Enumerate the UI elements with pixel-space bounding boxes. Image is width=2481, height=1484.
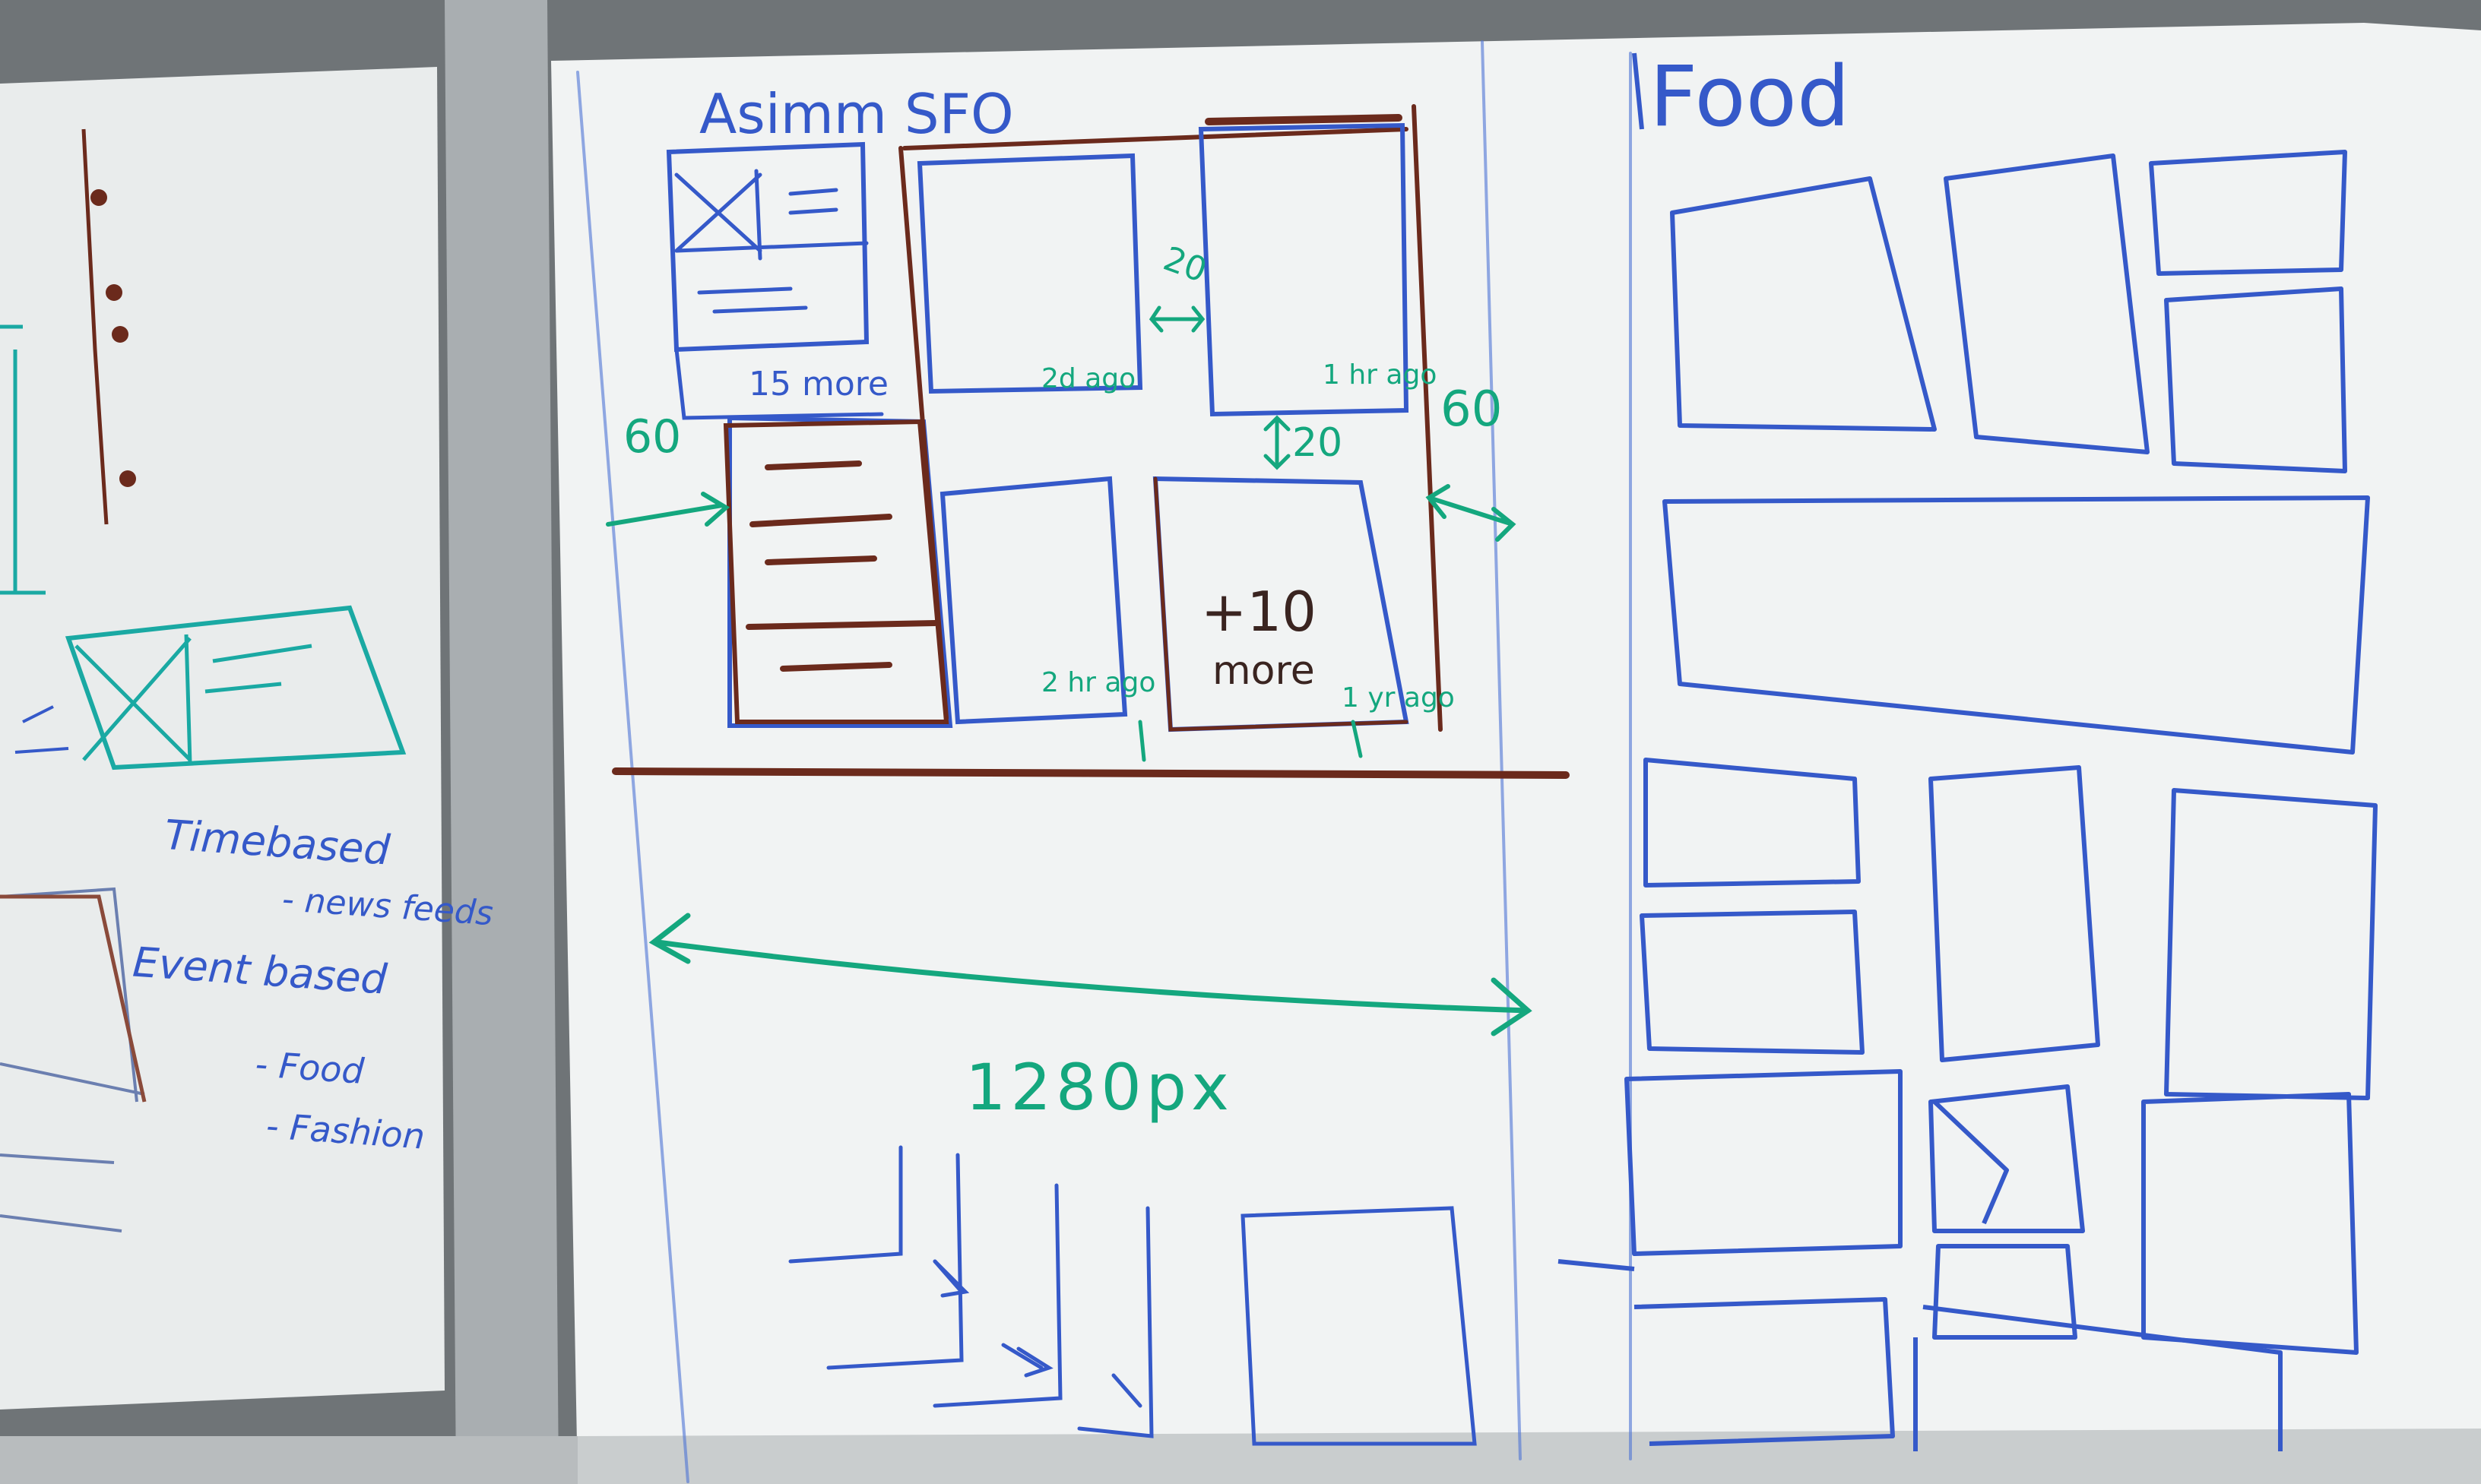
right-board-food-layout: Food: [1557, 48, 2378, 1451]
tile-time-2hr: 2 hr ago: [1041, 667, 1155, 698]
note-food: - Food: [254, 1043, 366, 1092]
sketch-title: Asimm SFO: [699, 82, 1014, 146]
tile-time-2d: 2d ago: [1041, 363, 1136, 394]
center-labels: Asimm SFO 15 more 60 60 20 20 2d ago 1 h…: [623, 82, 1502, 1125]
left-whiteboard: [0, 67, 445, 1410]
width-label: 1280px: [965, 1050, 1234, 1125]
center-wireframe: [576, 40, 1632, 1483]
margin-left-60: 60: [623, 410, 681, 464]
lower-center-sketches: [788, 1145, 1477, 1446]
tile-time-1yr: 1 yr ago: [1342, 682, 1455, 714]
more-count: +10: [1201, 580, 1317, 644]
food-title: Food: [1649, 48, 1850, 145]
tile-time-1hr: 1 hr ago: [1323, 359, 1437, 391]
left-board-sketches: [0, 128, 407, 1232]
frame-divider: [445, 0, 559, 1484]
margin-right-60: 60: [1440, 381, 1502, 438]
gutter-20-horizontal: 20: [1292, 420, 1342, 466]
tray-lip: [578, 1429, 2481, 1484]
more-label: more: [1212, 648, 1315, 694]
sidebar-more-label: 15 more: [749, 365, 889, 403]
